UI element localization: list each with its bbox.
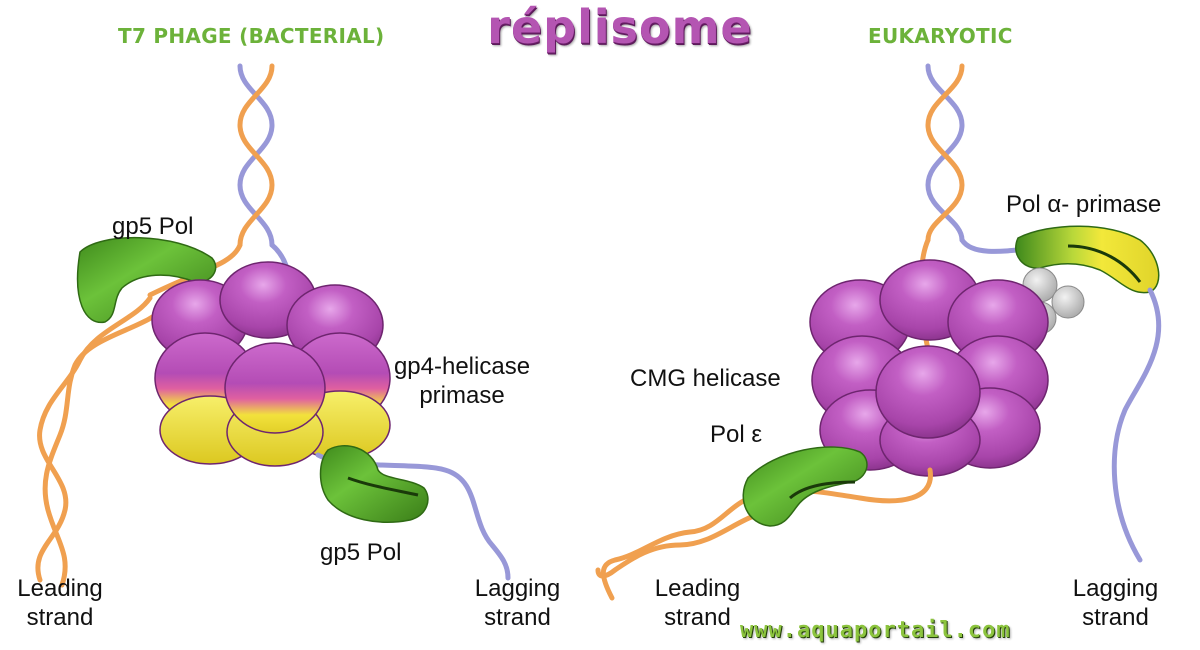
leading-strand-duplex xyxy=(35,295,171,588)
pol-epsilon xyxy=(742,446,868,527)
label-lagging-right-line1: Lagging xyxy=(1072,575,1159,602)
label-gp5-pol-top: gp5 Pol xyxy=(112,213,194,240)
label-gp4-helicase-primase: gp4-helicase primase xyxy=(392,352,532,410)
label-leading-strand-right: Leading strand xyxy=(640,574,755,632)
label-leading-left-line1: Leading xyxy=(17,575,103,602)
lagging-strand-euk xyxy=(1111,287,1162,563)
pol-alpha-primase-cleft xyxy=(1067,244,1142,283)
watermark: www.aquaportail.com xyxy=(740,618,1011,643)
label-lagging-left-line2: strand xyxy=(484,604,551,631)
label-pol-alpha-primase: Pol α- primase xyxy=(1006,191,1162,218)
main-title: réplisome xyxy=(487,0,753,54)
label-pol-epsilon: Pol ε xyxy=(710,421,763,448)
label-lagging-right-line2: strand xyxy=(1082,604,1149,631)
label-leading-right-line1: Leading xyxy=(654,575,741,602)
label-lagging-strand-left: Lagging strand xyxy=(460,574,575,632)
label-gp5-pol-bottom: gp5 Pol xyxy=(320,539,402,566)
gp4-helicase-primase xyxy=(151,261,391,467)
label-leading-strand-left: Leading strand xyxy=(5,574,115,632)
gp5-polymerase-bottom-cleft xyxy=(347,476,419,497)
t7-heading: T7 PHAGE (BACTERIAL) xyxy=(118,24,385,48)
label-gp4-line2: primase xyxy=(419,382,505,409)
label-lagging-left-line1: Lagging xyxy=(474,575,561,602)
label-cmg-helicase: CMG helicase xyxy=(630,365,781,392)
label-leading-left-line2: strand xyxy=(26,604,94,631)
gp5-polymerase-top xyxy=(76,236,217,324)
pol-epsilon-cleft xyxy=(789,480,856,500)
label-leading-right-line2: strand xyxy=(664,604,731,631)
eukaryotic-replisome xyxy=(595,63,1162,601)
cmg-helicase xyxy=(809,259,1049,477)
label-lagging-strand-right: Lagging strand xyxy=(1058,574,1173,632)
t7-replisome xyxy=(35,63,511,588)
eukaryotic-heading: EUKARYOTIC xyxy=(868,24,1013,48)
label-gp4-line1: gp4-helicase xyxy=(393,353,531,380)
gp5-polymerase-bottom xyxy=(319,445,429,523)
